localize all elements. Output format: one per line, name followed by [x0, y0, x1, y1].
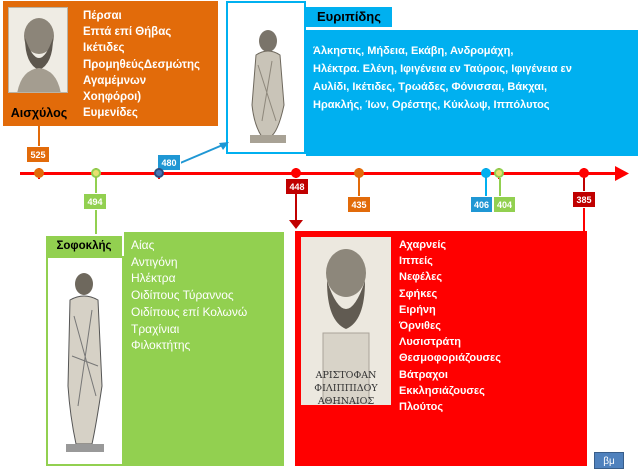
statue-icon [250, 30, 286, 143]
timeline-arrowhead-icon [615, 166, 629, 181]
sophocles-name-label: Σοφοκλής [46, 236, 122, 256]
play-title: Θεσμοφοριάζουσες [399, 352, 501, 365]
play-title: Λυσιστράτη [399, 336, 461, 349]
play-title: Ιππείς [399, 255, 433, 268]
aristophanes-panel: ΑΡΙΣΤΟΦΑΝ ΦΙΛΙΠΠΙΔΟΥ ΑΘΗΝΑΙΟΣ Αχαρνείς Ι… [295, 231, 587, 466]
year-badge-404: 404 [493, 196, 516, 213]
year-badge-385: 385 [572, 191, 596, 208]
play-title: ΠρομηθεύςΔεσμώτης [83, 58, 201, 71]
sophocles-portrait-frame [46, 256, 124, 466]
play-title: Ευμενίδες [83, 107, 138, 120]
play-title: Επτά επί Θήβας [83, 26, 172, 39]
play-title: Νεφέλες [399, 271, 443, 284]
aeschylus-connector [38, 126, 40, 148]
aristophanes-arrow [289, 194, 303, 229]
play-title: Ειρήνη [399, 303, 436, 316]
sophocles-panel: Αίας Αντιγόνη Ηλέκτρα Οιδίπους Τύραννος … [124, 232, 284, 466]
euripides-plays: Άλκηστις, Μήδεια, Εκάβη, Ανδρομάχη, Ηλέκ… [313, 42, 572, 114]
play-title: Οιδίπους Τύραννος [131, 288, 234, 303]
plays-line: Ηλέκτρα. Ελένη, Ιφιγένεια εν Ταύροις, Ιφ… [313, 63, 572, 75]
play-title: Αγαμέμνων [83, 74, 147, 87]
year-404-connector [499, 178, 501, 196]
aristophanes-inscription: ΑΡΙΣΤΟΦΑΝ ΦΙΛΙΠΠΙΔΟΥ ΑΘΗΝΑΙΟΣ [303, 369, 389, 408]
herm-bust-icon [301, 237, 391, 405]
year-badge-494: 494 [83, 193, 107, 210]
play-title: Τραχίνιαι [131, 321, 180, 336]
aeschylus-plays: Πέρσαι Επτά επί Θήβας Ικέτιδες Προμηθεύς… [83, 8, 200, 121]
timeline-dot-525 [34, 168, 44, 178]
inscription-line: ΑΘΗΝΑΙΟΣ [317, 396, 375, 407]
year-badge-525: 525 [26, 146, 50, 163]
year-badge-406: 406 [470, 196, 493, 213]
euripides-name-label: Ευριπίδης [306, 7, 392, 27]
play-title: Αίας [131, 238, 155, 252]
play-title: Βάτραχοι [399, 368, 448, 381]
play-title: Σφήκες [399, 287, 438, 300]
timeline-dot-404 [494, 168, 504, 178]
aeschylus-name-label: Αισχύλος [3, 102, 75, 124]
timeline-dot-406 [481, 168, 491, 178]
play-title: Χοηφόροι) [83, 91, 142, 104]
timeline-dot-480 [154, 168, 164, 178]
plays-line: Άλκηστις, Μήδεια, Εκάβη, Ανδρομάχη, [313, 45, 514, 57]
aristophanes-panel-connector [583, 208, 585, 232]
plays-line: Ηρακλής, Ίων, Ορέστης, Κύκλωψ, Ιππόλυτος [313, 99, 550, 111]
play-title: Εκκλησιάζουσες [399, 384, 485, 397]
sophocles-plays: Αίας Αντιγόνη Ηλέκτρα Οιδίπους Τύραννος … [131, 237, 247, 354]
play-title: Πέρσαι [83, 10, 122, 22]
statue-icon [66, 273, 104, 452]
timeline-dot-385 [579, 168, 589, 178]
play-title: Ηλέκτρα [131, 271, 176, 286]
euripides-portrait-frame [226, 1, 306, 154]
year-badge-480: 480 [157, 154, 181, 171]
play-title: Αντιγόνη [131, 254, 178, 269]
euripides-panel: Άλκηστις, Μήδεια, Εκάβη, Ανδρομάχη, Ηλέκ… [306, 30, 638, 156]
plays-line: Αυλίδι, Ικέτιδες, Τρωάδες, Φόνισσαι, Βάκ… [313, 81, 548, 93]
aristophanes-plays: Αχαρνείς Ιππείς Νεφέλες Σφήκες Ειρήνη Όρ… [399, 237, 501, 415]
play-title: Όρνιθες [399, 320, 441, 333]
play-title: Οιδίπους επί Κολωνώ [131, 304, 248, 319]
timeline-dot-494 [91, 168, 101, 178]
timeline-dot-435 [354, 168, 364, 178]
play-title: Φιλοκτήτης [131, 338, 191, 353]
aristophanes-death-connector [583, 178, 585, 192]
year-406-connector [485, 178, 487, 196]
euripides-portrait [232, 25, 300, 145]
year-badge-435: 435 [347, 196, 371, 213]
timeline-axis [20, 172, 618, 175]
play-title: Ικέτιδες [83, 42, 125, 55]
play-title: Πλούτος [399, 401, 444, 414]
aristophanes-portrait [301, 237, 391, 405]
aeschylus-portrait [8, 7, 68, 93]
nav-button[interactable]: βμ [594, 452, 624, 469]
timeline-dot-448 [291, 168, 301, 178]
sophocles-marker-connector [358, 178, 360, 196]
aeschylus-panel: Πέρσαι Επτά επί Θήβας Ικέτιδες Προμηθεύς… [3, 1, 218, 126]
bust-icon [9, 8, 67, 92]
inscription-line: ΦΙΛΙΠΠΙΔΟΥ [314, 383, 378, 394]
play-title: Αχαρνείς [399, 239, 447, 251]
sophocles-portrait [52, 266, 118, 456]
inscription-line: ΑΡΙΣΤΟΦΑΝ [315, 370, 377, 381]
year-badge-448: 448 [285, 178, 309, 195]
